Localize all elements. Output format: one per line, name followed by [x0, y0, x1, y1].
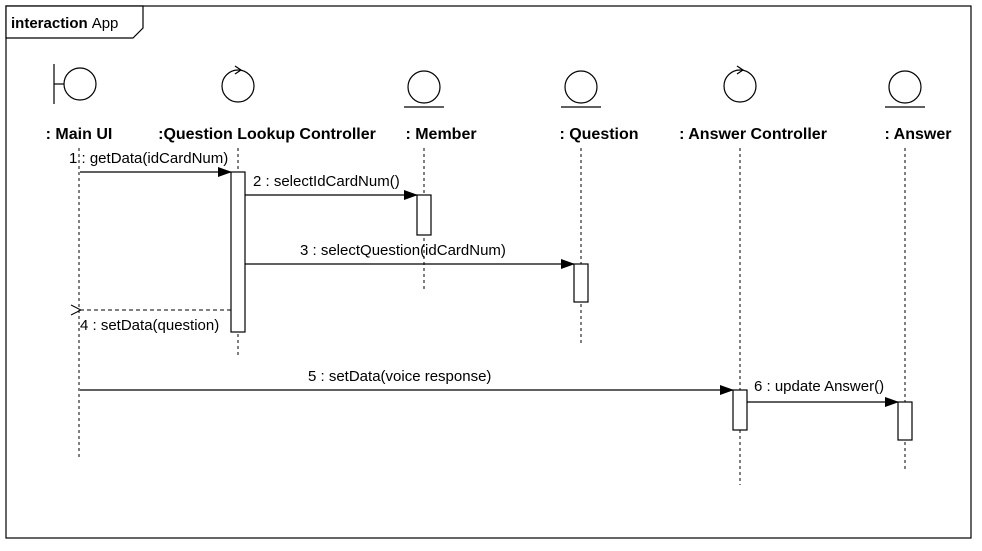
control-icon — [221, 65, 255, 103]
activation-bar — [732, 389, 748, 431]
message-label: 1 : getData(idCardNum) — [69, 150, 228, 167]
frame-name: App — [92, 15, 119, 32]
message-4-return: 4 : setData(question) — [80, 310, 231, 334]
message-label: 5 : setData(voice response) — [308, 368, 491, 385]
frame-keyword: interaction — [11, 15, 88, 32]
lifeline-label-question-lookup-controller: :Question Lookup Controller — [158, 126, 376, 143]
lifeline-answer-controller: : Answer Controller — [679, 65, 827, 485]
activation-bar — [416, 194, 432, 236]
lifeline-label-answer-controller: : Answer Controller — [679, 126, 827, 143]
lifeline-question-lookup-controller: :Question Lookup Controller — [158, 65, 376, 355]
lifeline-label-member: : Member — [405, 126, 476, 143]
lifeline-member: : Member — [404, 70, 477, 292]
entity-icon — [885, 70, 925, 108]
lifeline-label-question: : Question — [559, 126, 638, 143]
message-6: 6 : update Answer() — [747, 378, 899, 407]
message-label: 6 : update Answer() — [754, 378, 884, 395]
lifeline-answer: : Answer — [885, 70, 952, 470]
message-2: 2 : selectIdCardNum() — [245, 173, 418, 200]
lifeline-question: : Question — [559, 70, 639, 345]
entity-icon — [561, 70, 601, 108]
message-3: 3 : selectQuestion(idCardNum) — [245, 242, 575, 269]
entity-icon — [404, 70, 444, 108]
message-label: 4 : setData(question) — [80, 317, 219, 334]
lifeline-label-answer: : Answer — [885, 126, 952, 143]
interaction-frame — [5, 5, 972, 539]
boundary-icon — [53, 64, 97, 104]
message-label: 2 : selectIdCardNum() — [253, 173, 400, 190]
message-5: 5 : setData(voice response) — [80, 368, 734, 395]
control-icon — [723, 65, 757, 103]
message-label: 3 : selectQuestion(idCardNum) — [300, 242, 506, 259]
lifeline-label-main-ui: : Main UI — [46, 126, 113, 143]
message-1: 1 : getData(idCardNum) — [69, 150, 232, 177]
lifeline-main-ui: : Main UI — [46, 64, 113, 460]
activation-bar — [897, 401, 913, 441]
activation-bar — [230, 171, 246, 333]
frame-tab — [5, 5, 144, 39]
activation-bar — [573, 263, 589, 303]
